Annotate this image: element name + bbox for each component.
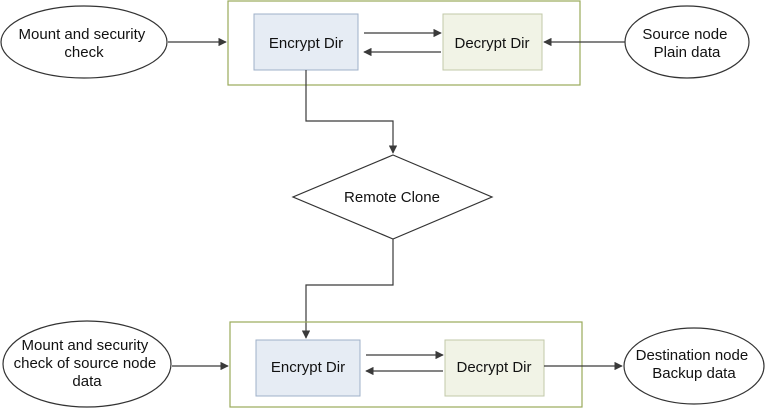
destination-node-backup-data-node — [623, 327, 765, 405]
bottom-right-node-label: Destination node Backup data — [636, 347, 753, 382]
top-right-node-line-2: Plain data — [654, 44, 721, 61]
top-group-container — [227, 0, 581, 86]
top-mount-security-check-node — [0, 5, 168, 79]
top-left-node-line-2: check — [64, 44, 104, 61]
top-left-node-label: Mount and security check — [19, 26, 150, 61]
bottom-left-node-line-1: Mount and security — [22, 337, 149, 354]
bottom-right-node-line-2: Backup data — [652, 365, 736, 382]
bottom-right-node-line-1: Destination node — [636, 347, 749, 364]
top-encrypt-dir-label: Encrypt Dir — [269, 35, 343, 52]
top-right-node-line-1: Source node — [642, 26, 727, 43]
bottom-left-node-line-2: check of source node — [14, 355, 157, 372]
bottom-decrypt-dir-box — [444, 339, 545, 397]
remote-clone-to-encrypt-connector — [301, 239, 394, 339]
bottom-left-node-label: Mount and security check of source node … — [14, 337, 161, 390]
bottom-encrypt-dir-box — [255, 339, 361, 397]
bottom-left-node-line-3: data — [72, 373, 102, 390]
top-right-node-label: Source node Plain data — [642, 26, 731, 61]
remote-clone-label: Remote Clone — [344, 189, 440, 206]
top-decrypt-dir-label: Decrypt Dir — [454, 35, 529, 52]
bottom-mount-security-check-node — [2, 320, 172, 408]
bottom-group-container — [229, 321, 583, 408]
bottom-encrypt-dir-label: Encrypt Dir — [271, 359, 345, 376]
bottom-decrypt-dir-label: Decrypt Dir — [456, 359, 531, 376]
encrypt-to-remote-clone-connector — [305, 70, 398, 154]
top-decrypt-dir-box — [442, 13, 543, 71]
top-left-node-line-1: Mount and security — [19, 26, 146, 43]
